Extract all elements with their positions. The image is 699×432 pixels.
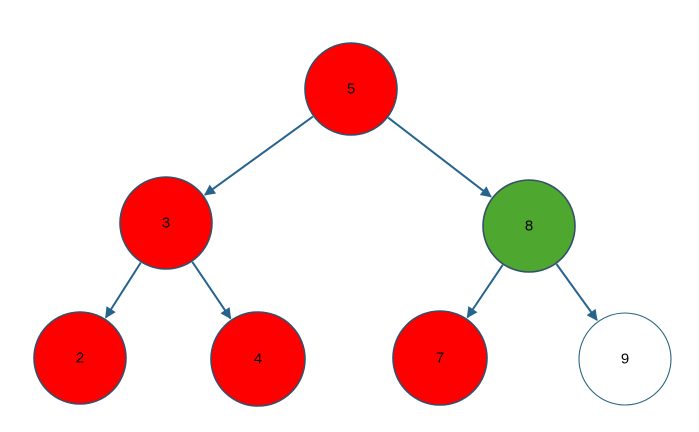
tree-node-circle-2 [33, 311, 127, 405]
tree-edge-3-2 [104, 262, 142, 319]
tree-node-circle-5 [304, 42, 398, 136]
tree-node-2: 2 [33, 311, 127, 405]
tree-node-label-7: 7 [436, 350, 444, 367]
tree-node-circle-3 [119, 176, 213, 270]
tree-node-7: 7 [392, 310, 488, 406]
tree-edge-8-7 [466, 264, 504, 319]
tree-node-4: 4 [210, 311, 306, 407]
tree-edge-5-8 [387, 116, 492, 198]
tree-node-8: 8 [482, 179, 576, 273]
tree-node-circle-7 [392, 310, 488, 406]
tree-node-label-4: 4 [254, 351, 262, 368]
tree-node-9: 9 [578, 312, 672, 406]
tree-edge-5-3 [203, 115, 314, 196]
tree-node-label-9: 9 [621, 351, 629, 368]
tree-node-3: 3 [119, 176, 213, 270]
tree-node-circle-4 [210, 311, 306, 407]
tree-node-label-8: 8 [525, 218, 533, 235]
tree-node-circle-9 [578, 312, 672, 406]
tree-edge-8-9 [555, 263, 598, 321]
tree-edge-3-4 [191, 261, 232, 320]
tree-node-label-3: 3 [162, 215, 170, 232]
tree-node-circle-8 [482, 179, 576, 273]
tree-node-label-5: 5 [347, 81, 355, 98]
tree-node-5: 5 [304, 42, 398, 136]
tree-node-label-2: 2 [76, 350, 84, 367]
